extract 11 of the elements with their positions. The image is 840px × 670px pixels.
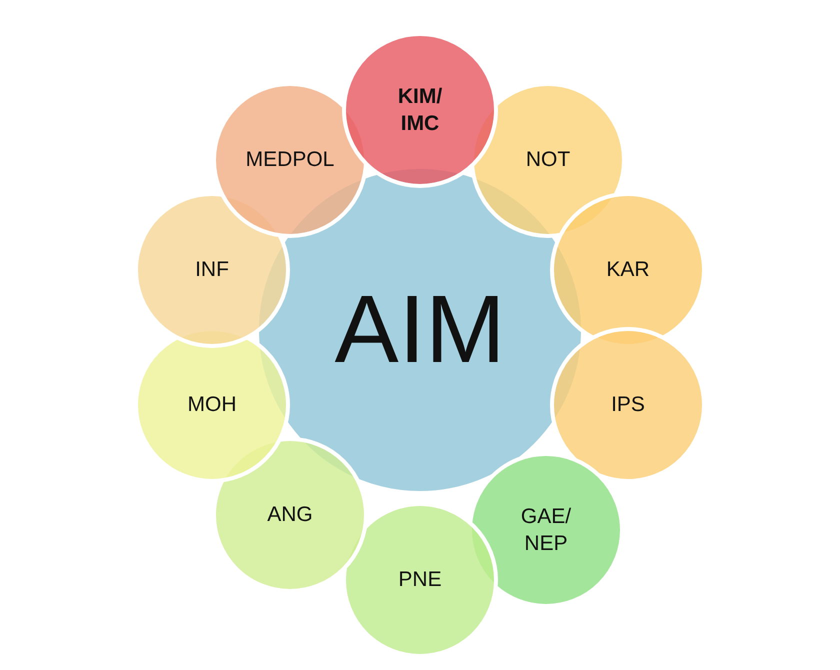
circle-label: AIM <box>334 274 506 385</box>
circle-label: KAR <box>606 257 650 284</box>
circle-label: NOT <box>526 147 570 174</box>
circle-label: KIM/ IMC <box>398 84 442 137</box>
circle-label: PNE <box>398 567 442 594</box>
circle-label: INF <box>195 257 229 284</box>
circle-label: MEDPOL <box>246 147 334 174</box>
circle-label: IPS <box>611 392 645 418</box>
circle-label: GAE/ NEP <box>520 504 572 557</box>
circle-label: ANG <box>267 502 313 528</box>
circle-label: MOH <box>188 392 236 418</box>
